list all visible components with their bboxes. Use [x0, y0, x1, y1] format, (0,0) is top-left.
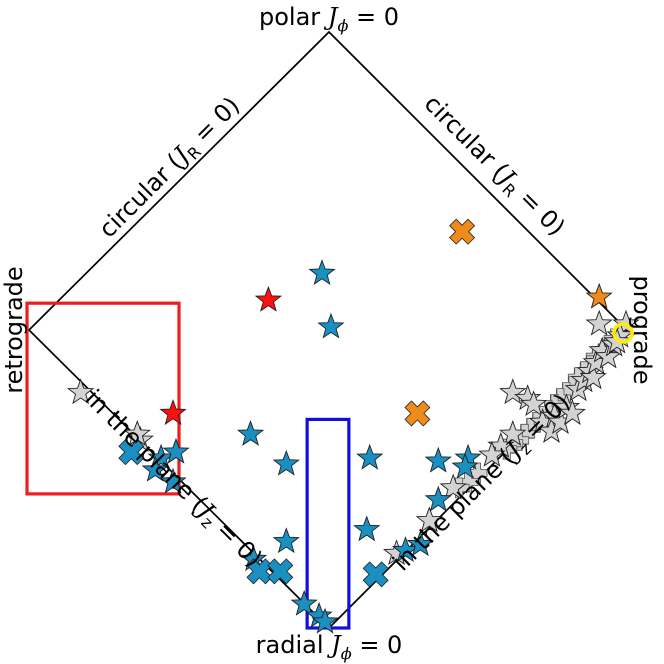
point-star-blue-18 — [290, 589, 318, 616]
point-star-red-0 — [254, 285, 283, 312]
point-star-blue-11 — [451, 452, 479, 479]
point-plus-blue-3 — [362, 561, 389, 588]
point-plus-orange-1 — [404, 400, 431, 427]
point-star-grey-16 — [579, 363, 607, 390]
point-star-blue-13 — [272, 527, 300, 554]
upper-right-edge-label: circular (JR = 0) — [417, 89, 571, 243]
point-star-blue-7 — [272, 449, 300, 476]
point-star-blue-12 — [424, 485, 452, 512]
point-star-blue-0 — [308, 259, 336, 285]
left-corner-label: retrograde — [0, 266, 28, 393]
point-star-grey-26 — [415, 506, 443, 533]
point-star-blue-8 — [356, 443, 384, 470]
point-star-grey-25 — [439, 473, 467, 500]
point-star-grey-24 — [478, 440, 506, 467]
point-plus-blue-2 — [267, 558, 294, 585]
point-plus-blue-0 — [118, 439, 145, 466]
point-star-grey-0 — [585, 309, 613, 336]
point-star-blue-2 — [236, 420, 265, 446]
point-star-blue-1 — [317, 312, 345, 339]
region-box-0 — [25, 301, 181, 496]
point-plus-blue-1 — [246, 558, 273, 585]
point-plus-orange-0 — [449, 218, 476, 245]
point-star-grey-22 — [499, 419, 527, 446]
point-star-blue-15 — [353, 515, 381, 542]
right-corner-label: prograde — [628, 275, 656, 384]
point-star-grey-2 — [67, 378, 95, 405]
point-circle-yellow-0 — [612, 322, 634, 344]
upper-left-edge-label: circular (JR = 0) — [93, 91, 247, 245]
point-star-blue-17 — [406, 530, 434, 557]
top-corner-label: polar Jϕ = 0 — [259, 3, 399, 35]
point-star-red-1 — [159, 399, 187, 426]
point-star-blue-20 — [311, 607, 339, 634]
point-star-blue-9 — [424, 446, 452, 473]
point-star-grey-4 — [499, 378, 527, 405]
point-star-blue-6 — [162, 437, 190, 464]
point-star-blue-4 — [141, 455, 169, 482]
bottom-corner-label: radial Jϕ = 0 — [256, 631, 403, 663]
region-box-1 — [305, 417, 351, 630]
point-star-orange-0 — [585, 282, 613, 309]
point-star-grey-6 — [520, 390, 548, 417]
point-star-grey-12 — [558, 399, 586, 426]
point-star-blue-5 — [159, 467, 187, 494]
